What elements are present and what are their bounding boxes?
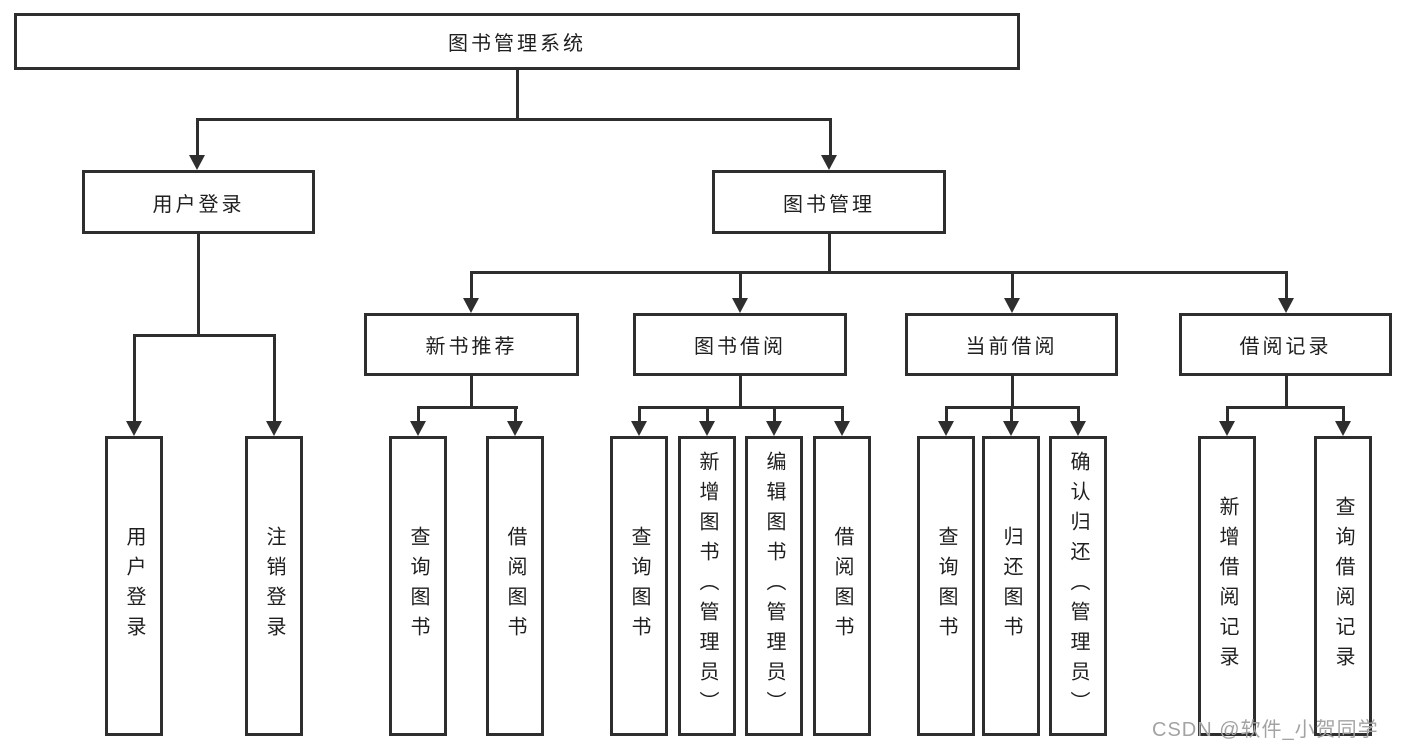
arrow-down-icon bbox=[1278, 298, 1294, 313]
leaf-confirm-return-admin: 确认归还（管理员） bbox=[1049, 436, 1107, 736]
connector-line bbox=[196, 118, 832, 121]
node-current-borrowing: 当前借阅 bbox=[905, 313, 1118, 376]
leaf-user-login: 用户登录 bbox=[105, 436, 163, 736]
leaf-query-borrow-record: 查询借阅记录 bbox=[1314, 436, 1372, 736]
arrow-down-icon bbox=[1335, 421, 1351, 436]
arrow-down-icon bbox=[732, 298, 748, 313]
leaf-query-books: 查询图书 bbox=[917, 436, 975, 736]
arrow-down-icon bbox=[1219, 421, 1235, 436]
connector-line bbox=[1285, 271, 1288, 300]
arrow-down-icon bbox=[1004, 298, 1020, 313]
arrow-down-icon bbox=[1070, 421, 1086, 436]
connector-line bbox=[638, 406, 641, 423]
connector-line bbox=[133, 334, 276, 337]
connector-line bbox=[1285, 376, 1288, 409]
leaf-query-books: 查询图书 bbox=[610, 436, 668, 736]
connector-line bbox=[470, 271, 1288, 274]
connector-line bbox=[829, 118, 832, 157]
connector-line bbox=[470, 376, 473, 409]
arrow-down-icon bbox=[507, 421, 523, 436]
connector-line bbox=[1010, 406, 1013, 423]
node-book-borrowing: 图书借阅 bbox=[633, 313, 847, 376]
node-root-system: 图书管理系统 bbox=[14, 13, 1020, 70]
connector-line bbox=[273, 334, 276, 423]
arrow-down-icon bbox=[631, 421, 647, 436]
arrow-down-icon bbox=[699, 421, 715, 436]
node-user-login: 用户登录 bbox=[82, 170, 315, 234]
leaf-return-books: 归还图书 bbox=[982, 436, 1040, 736]
leaf-add-borrow-record: 新增借阅记录 bbox=[1198, 436, 1256, 736]
arrow-down-icon bbox=[463, 298, 479, 313]
connector-line bbox=[514, 406, 517, 423]
leaf-borrow-books: 借阅图书 bbox=[486, 436, 544, 736]
connector-line bbox=[196, 118, 199, 157]
node-new-book-recommend: 新书推荐 bbox=[364, 313, 579, 376]
arrow-down-icon bbox=[821, 155, 837, 170]
leaf-borrow-books: 借阅图书 bbox=[813, 436, 871, 736]
leaf-edit-books-admin: 编辑图书（管理员） bbox=[745, 436, 803, 736]
connector-line bbox=[739, 271, 742, 300]
connector-line bbox=[1077, 406, 1080, 423]
connector-line bbox=[1342, 406, 1345, 423]
arrow-down-icon bbox=[410, 421, 426, 436]
connector-line bbox=[417, 406, 518, 409]
connector-line bbox=[739, 376, 742, 409]
arrow-down-icon bbox=[126, 421, 142, 436]
connector-line bbox=[706, 406, 709, 423]
connector-line bbox=[1011, 271, 1014, 300]
connector-line bbox=[1226, 406, 1229, 423]
arrow-down-icon bbox=[938, 421, 954, 436]
connector-line bbox=[516, 70, 519, 120]
csdn-watermark: CSDN @软件_小贺同学 bbox=[1152, 719, 1379, 741]
connector-line bbox=[470, 271, 473, 300]
node-book-management: 图书管理 bbox=[712, 170, 946, 234]
leaf-add-books-admin: 新增图书（管理员） bbox=[678, 436, 736, 736]
connector-line bbox=[773, 406, 776, 423]
leaf-logout: 注销登录 bbox=[245, 436, 303, 736]
arrow-down-icon bbox=[834, 421, 850, 436]
connector-line bbox=[638, 406, 844, 409]
connector-line bbox=[841, 406, 844, 423]
connector-line bbox=[1011, 376, 1014, 409]
leaf-query-books: 查询图书 bbox=[389, 436, 447, 736]
connector-line bbox=[828, 233, 831, 274]
arrow-down-icon bbox=[266, 421, 282, 436]
connector-line bbox=[945, 406, 948, 423]
connector-line bbox=[417, 406, 420, 423]
arrow-down-icon bbox=[1003, 421, 1019, 436]
connector-line bbox=[197, 233, 200, 337]
arrow-down-icon bbox=[189, 155, 205, 170]
connector-line bbox=[133, 334, 136, 423]
arrow-down-icon bbox=[766, 421, 782, 436]
connector-line bbox=[1226, 406, 1345, 409]
node-borrowing-records: 借阅记录 bbox=[1179, 313, 1392, 376]
